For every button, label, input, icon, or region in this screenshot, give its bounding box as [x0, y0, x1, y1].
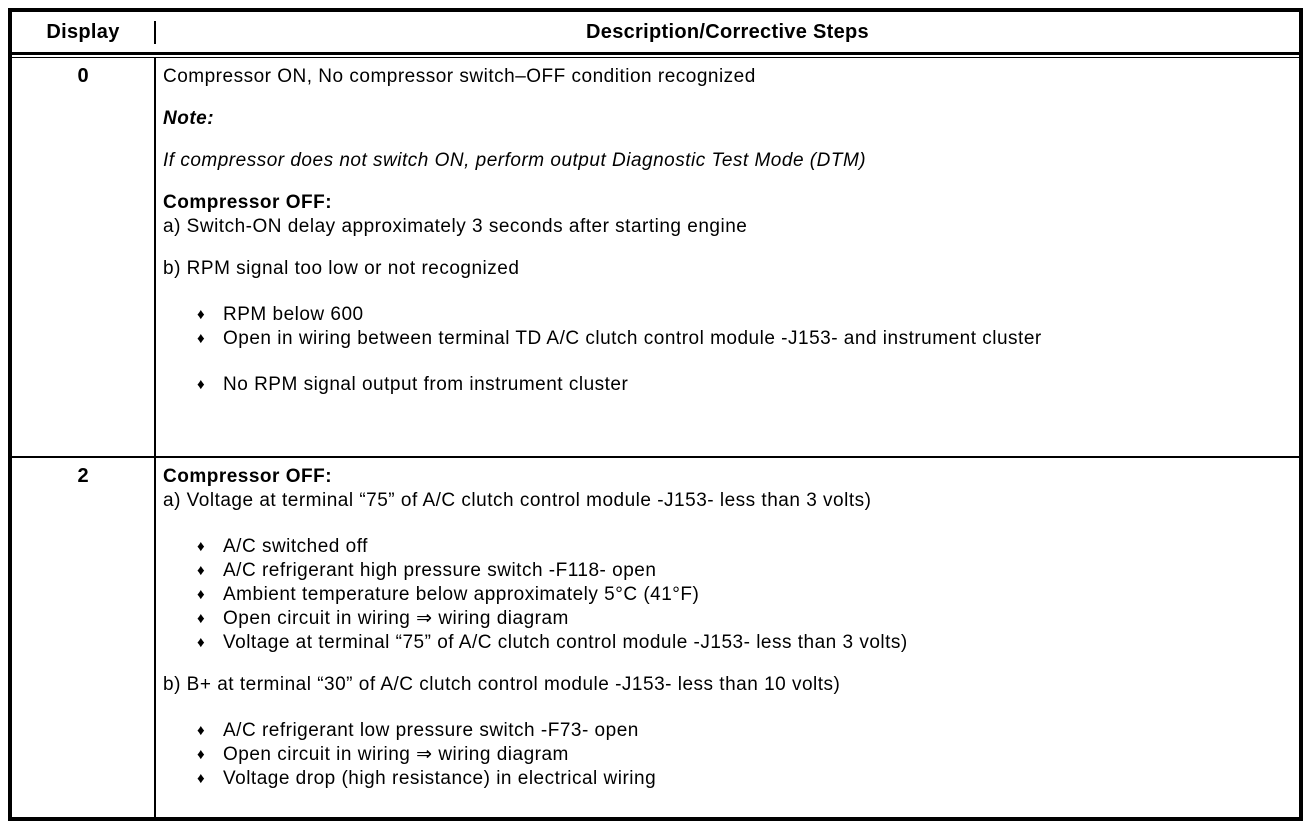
text-line: a) Switch-ON delay approximately 3 secon…	[163, 216, 748, 237]
description-cell: Compressor ON, No compressor switch–OFF …	[156, 58, 1299, 456]
display-code-cell: 0	[12, 58, 156, 456]
text-line: Note:	[163, 108, 215, 129]
bullet-list: ♦ A/C switched off ♦ A/C refrigerant high p…	[197, 535, 1287, 655]
bullet-list: ♦ A/C refrigerant low pressure switch -F7…	[197, 719, 1287, 791]
bullet-list: ♦ No RPM signal output from instrument cl…	[197, 373, 1287, 397]
text-line: Compressor OFF:	[163, 192, 333, 213]
diamond-bullet-icon: ♦	[197, 306, 206, 323]
header-display-cell: Display	[12, 20, 156, 44]
diamond-bullet-icon: ♦	[197, 586, 206, 603]
bullet-text: Open in wiring between terminal TD A/C c…	[223, 328, 1042, 349]
text-block: Note:	[163, 107, 1287, 131]
text-line: b) RPM signal too low or not recognized	[163, 258, 520, 279]
text-block: b) B+ at terminal “30” of A/C clutch con…	[163, 673, 1287, 697]
display-code-cell: 2	[12, 458, 156, 817]
bullet-item: ♦ A/C refrigerant low pressure switch -F7…	[197, 719, 1173, 743]
diamond-bullet-icon: ♦	[197, 770, 206, 787]
text-line: b) B+ at terminal “30” of A/C clutch con…	[163, 674, 841, 695]
bullet-item: ♦ RPM below 600	[197, 303, 1173, 327]
bullet-item: ♦ Open in wiring between terminal TD A/C …	[197, 327, 1173, 351]
bullet-text: No RPM signal output from instrument clu…	[223, 374, 629, 395]
diamond-bullet-icon: ♦	[197, 722, 206, 739]
bullet-item: ♦ Voltage at terminal “75” of A/C clutch …	[197, 631, 1173, 655]
bullet-item: ♦ A/C refrigerant high pressure switch -F…	[197, 559, 1173, 583]
text-block: Compressor OFF: a) Switch-ON delay approx…	[163, 191, 1287, 239]
bullet-text: A/C refrigerant high pressure switch -F1…	[223, 560, 657, 581]
bullet-item: ♦ Ambient temperature below approximately…	[197, 583, 1173, 607]
text-line: Compressor OFF:	[163, 466, 333, 487]
text-line: If compressor does not switch ON, perfor…	[163, 150, 867, 171]
bullet-item: ♦ Open circuit in wiring ⇒ wiring diagram	[197, 607, 1173, 631]
table-row: 2 Compressor OFF: a) Voltage at terminal “…	[12, 456, 1299, 817]
table-body: 0 Compressor ON, No compressor switch–OFF…	[12, 58, 1299, 817]
text-block: If compressor does not switch ON, perfor…	[163, 149, 1287, 173]
diamond-bullet-icon: ♦	[197, 634, 206, 651]
diamond-bullet-icon: ♦	[197, 610, 206, 627]
bullet-text: RPM below 600	[223, 304, 364, 325]
diamond-bullet-icon: ♦	[197, 562, 206, 579]
header-separator-rule	[12, 52, 1299, 58]
table-header-row: Display Description/Corrective Steps	[12, 12, 1299, 52]
bullet-text: Open circuit in wiring ⇒ wiring diagram	[223, 608, 569, 629]
header-display-label: Display	[46, 20, 120, 43]
bullet-item: ♦ No RPM signal output from instrument cl…	[197, 373, 1173, 397]
diamond-bullet-icon: ♦	[197, 330, 206, 347]
diamond-bullet-icon: ♦	[197, 538, 206, 555]
bullet-text: Voltage at terminal “75” of A/C clutch c…	[223, 632, 908, 653]
description-cell: Compressor OFF: a) Voltage at terminal “7…	[156, 458, 1299, 817]
bullet-text: Open circuit in wiring ⇒ wiring diagram	[223, 744, 569, 765]
bullet-text: Ambient temperature below approximately …	[223, 584, 700, 605]
table-row: 0 Compressor ON, No compressor switch–OFF…	[12, 58, 1299, 456]
header-description-cell: Description/Corrective Steps	[156, 21, 1299, 44]
bullet-item: ♦ Open circuit in wiring ⇒ wiring diagram	[197, 743, 1173, 767]
bullet-text: A/C switched off	[223, 536, 368, 557]
text-block: Compressor ON, No compressor switch–OFF …	[163, 65, 1287, 89]
bullet-item: ♦ A/C switched off	[197, 535, 1173, 559]
diamond-bullet-icon: ♦	[197, 376, 206, 393]
bullet-text: A/C refrigerant low pressure switch -F73…	[223, 720, 639, 741]
text-line: Compressor ON, No compressor switch–OFF …	[163, 66, 756, 87]
text-line: a) Voltage at terminal “75” of A/C clutc…	[163, 490, 872, 511]
text-block: b) RPM signal too low or not recognized	[163, 257, 1287, 281]
text-block: Compressor OFF: a) Voltage at terminal “7…	[163, 465, 1287, 513]
bullet-item: ♦ Voltage drop (high resistance) in elect…	[197, 767, 1173, 791]
bullet-text: Voltage drop (high resistance) in electr…	[223, 768, 657, 789]
header-description-label: Description/Corrective Steps	[586, 20, 869, 43]
diamond-bullet-icon: ♦	[197, 746, 206, 763]
bullet-list: ♦ RPM below 600 ♦ Open in wiring between te…	[197, 303, 1287, 351]
